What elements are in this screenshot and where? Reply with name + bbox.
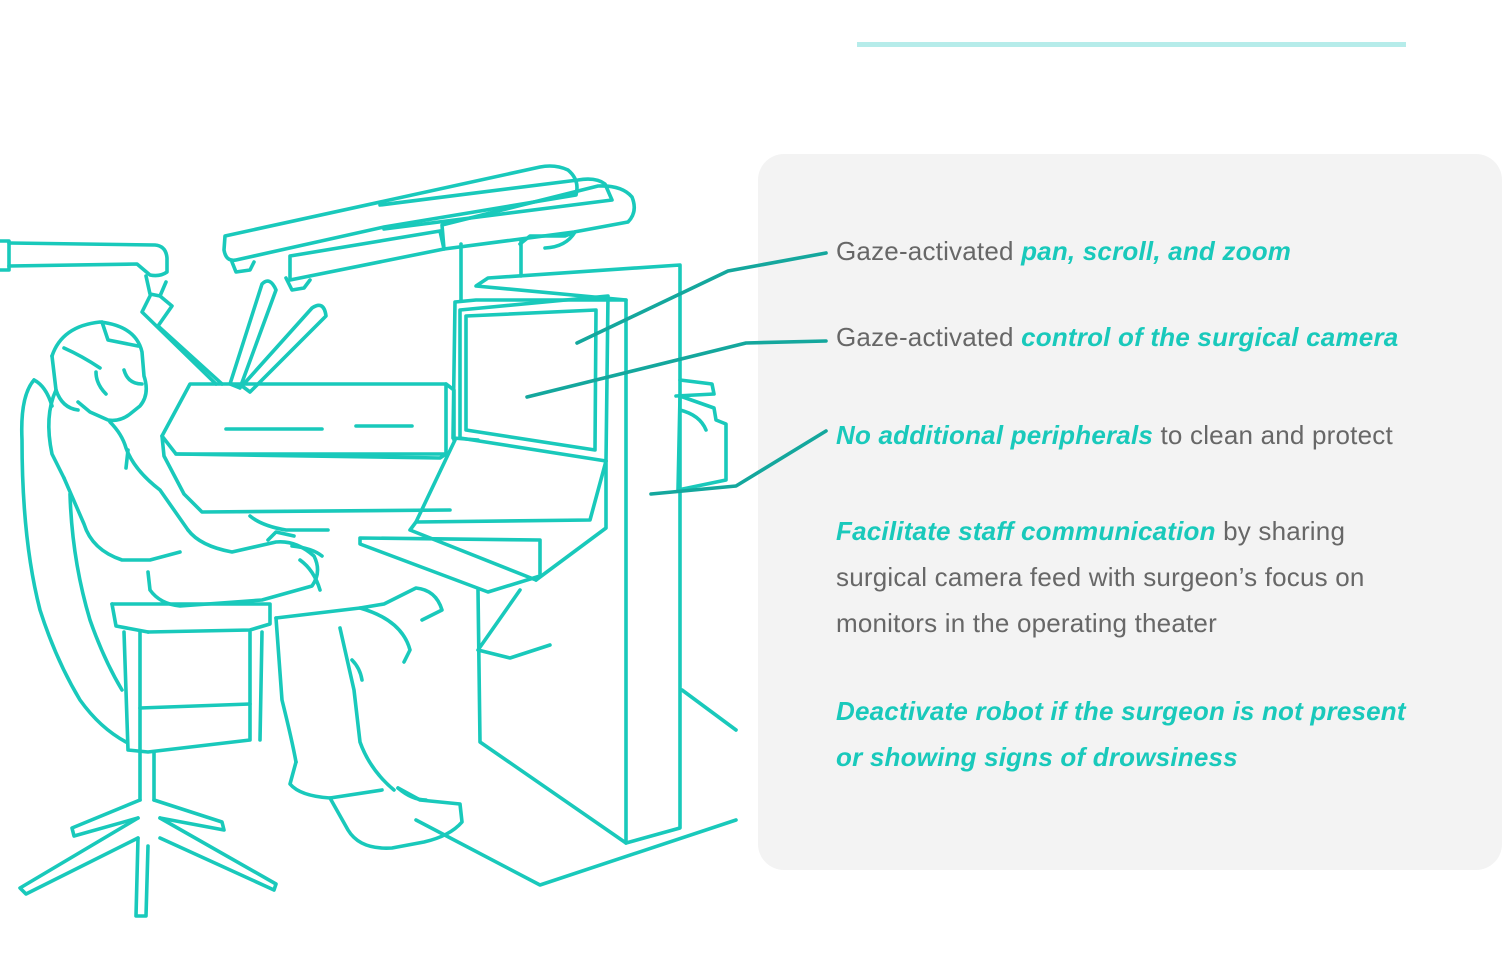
- feature-item-staff-communication: Facilitate staff communication by sharin…: [836, 508, 1365, 646]
- feature-item-deactivate-robot: Deactivate robot if the surgeon is not p…: [836, 688, 1406, 780]
- feature-1-highlight: pan, scroll, and zoom: [1021, 236, 1292, 266]
- left-boom-arm: [0, 239, 224, 386]
- feature-3-suffix: to clean and protect: [1153, 420, 1393, 450]
- feature-4-line-2: surgical camera feed with surgeon’s focu…: [836, 562, 1365, 592]
- surgeon-chair: [18, 378, 278, 918]
- top-accent-rule: [857, 42, 1406, 47]
- feature-4-highlight: Facilitate staff communication: [836, 516, 1216, 546]
- armrest-console: [160, 382, 456, 532]
- features-panel: [758, 154, 1502, 870]
- leader-lines: [525, 251, 828, 496]
- robot-arms: [222, 164, 637, 394]
- console-body: [674, 378, 728, 492]
- feature-2-highlight: control of the surgical camera: [1021, 322, 1399, 352]
- feature-5-line-2: or showing signs of drowsiness: [836, 742, 1238, 772]
- feature-5-line-1: Deactivate robot if the surgeon is not p…: [836, 696, 1406, 726]
- leader-line-2: [525, 339, 828, 399]
- leader-line-1: [575, 251, 828, 345]
- feature-4-line-1-suffix: by sharing: [1215, 516, 1346, 546]
- feature-4-line-1: Facilitate staff communication by sharin…: [836, 508, 1365, 554]
- feature-item-pan-scroll-zoom: Gaze-activated pan, scroll, and zoom: [836, 228, 1291, 274]
- feature-item-no-peripherals: No additional peripherals to clean and p…: [836, 412, 1393, 458]
- feature-item-camera-control: Gaze-activated control of the surgical c…: [836, 314, 1398, 360]
- console-tower: [358, 263, 738, 887]
- feature-3-highlight: No additional peripherals: [836, 420, 1154, 450]
- surgeon-figure: [47, 320, 464, 850]
- feature-4-line-3: monitors in the operating theater: [836, 608, 1217, 638]
- leader-line-3: [649, 429, 828, 496]
- feature-2-prefix: Gaze-activated: [836, 322, 1022, 352]
- feature-1-prefix: Gaze-activated: [836, 236, 1022, 266]
